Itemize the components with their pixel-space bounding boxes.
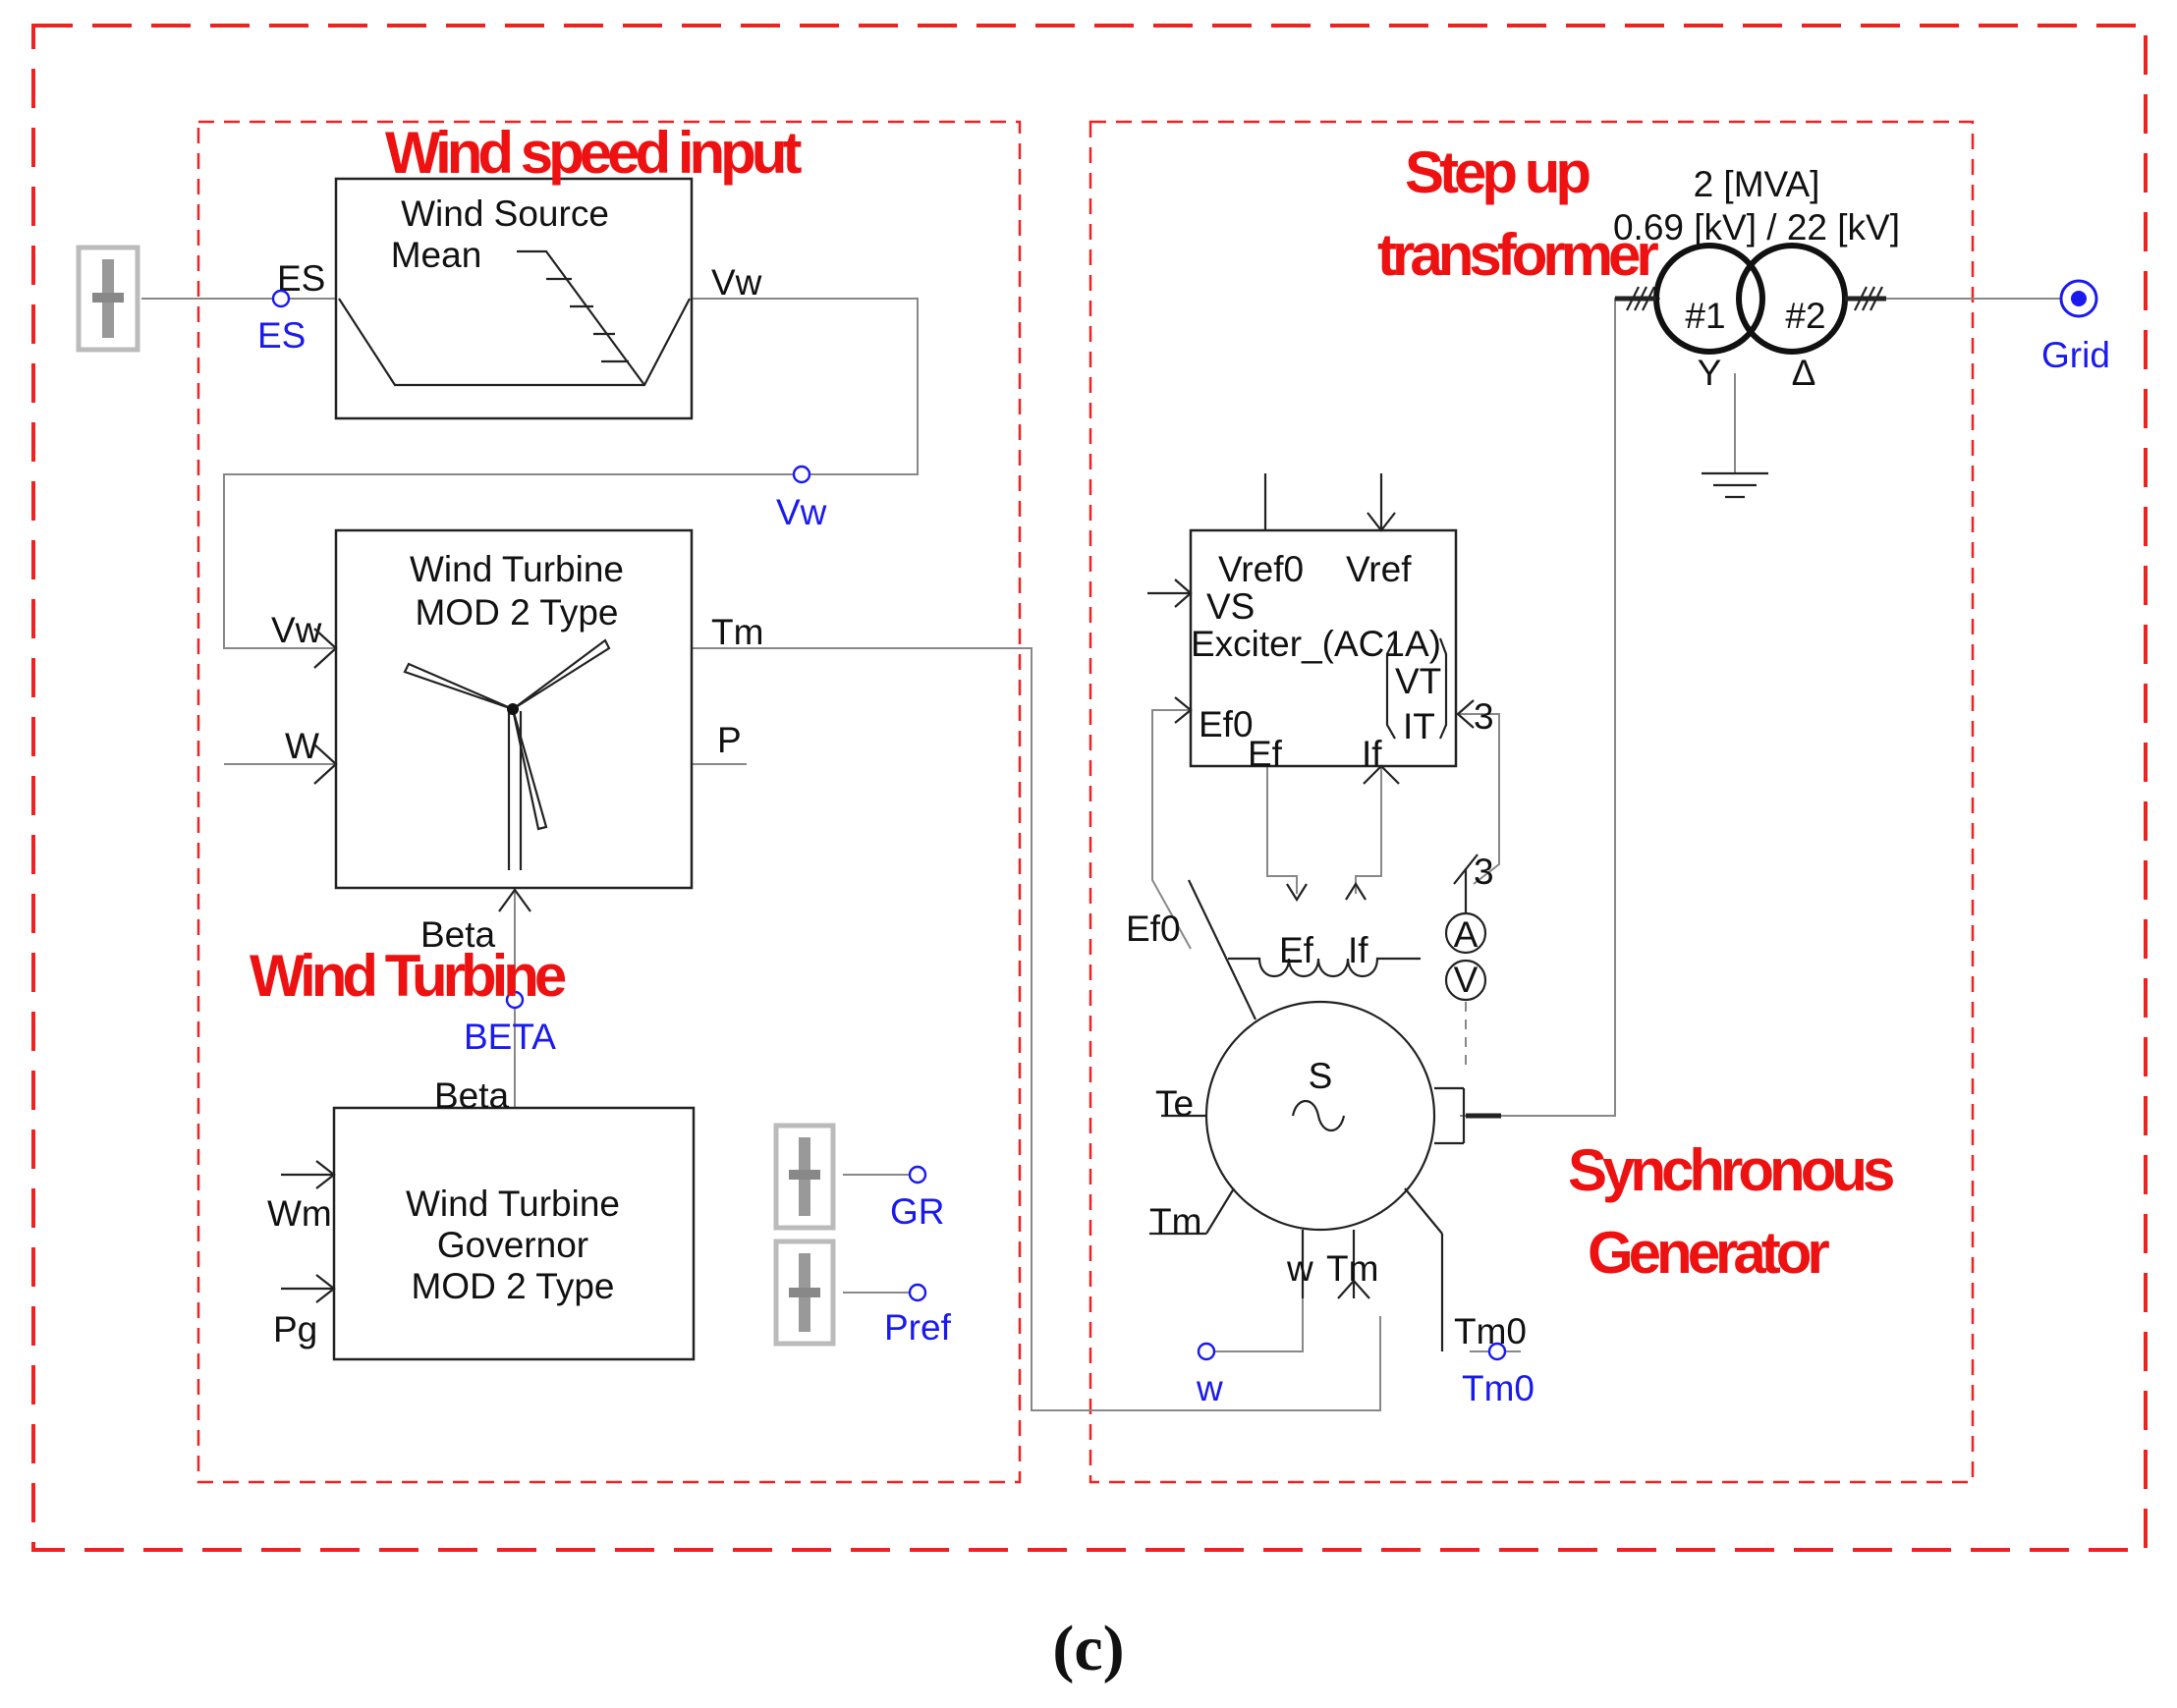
governor-subtitle: Governor [437, 1225, 588, 1265]
signal-beta-label: BETA [464, 1017, 556, 1057]
terminal-gr[interactable] [908, 1165, 927, 1185]
terminal-pref[interactable] [908, 1283, 927, 1302]
generator-group-border [1088, 120, 1975, 1484]
governor-block[interactable]: Wind Turbine Governor MOD 2 Type Beta Wm… [267, 1075, 696, 1361]
exciter-port-it: IT [1403, 706, 1435, 746]
wind-turbine-port-beta: Beta [420, 914, 496, 955]
voltmeter-icon [1444, 959, 1487, 1002]
field-ef-label: Ef [1279, 930, 1314, 970]
terminal-tm0[interactable] [1487, 1342, 1507, 1361]
generator-port-te: Te [1155, 1083, 1194, 1124]
exciter-bus-count: 3 [1474, 696, 1494, 737]
wire-vt-it [1460, 713, 1500, 885]
figure-caption: (c) [1052, 1613, 1124, 1684]
exciter-port-vt: VT [1395, 661, 1441, 701]
wind-turbine-title: Wind Turbine [410, 549, 624, 589]
wire-ef0 [1151, 709, 1192, 950]
group-label-sync-2: Generator [1588, 1220, 1829, 1286]
governor-port-beta: Beta [434, 1075, 510, 1116]
group-label-wind-speed-input: Wind speed input [385, 120, 802, 186]
generator-port-tm: Tm [1149, 1201, 1201, 1241]
signal-gr-label: GR [890, 1191, 945, 1232]
wire-tm [692, 647, 1381, 1411]
transformer-winding2: #2 [1785, 296, 1825, 336]
transformer-rating: 2 [MVA] [1694, 164, 1820, 204]
wind-source-subtitle: Mean [391, 235, 482, 275]
wind-turbine-port-vw: Vw [271, 610, 322, 650]
generator-port-w: w [1286, 1248, 1313, 1289]
terminal-w[interactable] [1197, 1342, 1216, 1361]
signal-tm0-label: Tm0 [1462, 1368, 1535, 1408]
wind-turbine-port-tm: Tm [711, 612, 763, 652]
ammeter-label: A [1454, 914, 1479, 955]
group-label-step-up-2: transformer [1377, 222, 1658, 288]
field-winding-icon [1228, 957, 1421, 977]
governor-title: Wind Turbine [406, 1184, 620, 1224]
exciter-port-vs: VS [1206, 586, 1255, 627]
governor-port-wm: Wm [267, 1193, 332, 1234]
wind-source-profile [338, 298, 691, 387]
transformer-voltages: 0.69 [kV] / 22 [kV] [1613, 207, 1900, 248]
governor-port-pg: Pg [273, 1309, 317, 1350]
slider-es[interactable] [76, 245, 140, 353]
generator-symbol: S [1309, 1056, 1333, 1096]
transformer-winding1: #1 [1685, 296, 1725, 336]
wire-ef [1266, 766, 1298, 894]
generator-port-tm2: Tm [1326, 1248, 1378, 1289]
terminal-vw[interactable] [792, 465, 811, 484]
generator-bus-count: 3 [1474, 852, 1494, 892]
signal-es-label: ES [257, 315, 306, 356]
exciter-port-vref: Vref [1346, 549, 1412, 589]
wind-source-ramp [517, 249, 645, 386]
signal-vw-label: Vw [776, 492, 827, 532]
turbine-rotor-icon [403, 638, 611, 870]
step-up-transformer[interactable]: 2 [MVA] 0.69 [kV] / 22 [kV] #1 #2 Y Δ [1613, 164, 1900, 499]
transformer-conn1: Y [1698, 353, 1722, 393]
slider-gr[interactable] [773, 1123, 836, 1231]
exciter-block[interactable]: Vref0 Vref VS Exciter_(AC1A) VT IT Ef0 E… [1147, 473, 1494, 785]
terminal-es[interactable] [271, 289, 291, 308]
sine-icon [1291, 1099, 1346, 1132]
wind-source-block[interactable]: Wind Source Mean ES Vw [277, 177, 762, 420]
slider-pref[interactable] [773, 1239, 836, 1347]
generator-port-tm0: Tm0 [1454, 1311, 1527, 1351]
wire-w-gen [1206, 1298, 1304, 1352]
outer-group-border [31, 24, 2148, 1552]
exciter-port-ef0: Ef0 [1199, 704, 1254, 744]
exciter-port-if: If [1362, 734, 1382, 774]
signal-terminals [271, 279, 2098, 1361]
exciter-port-vref0: Vref0 [1218, 549, 1304, 589]
exciter-port-ef: Ef [1248, 734, 1283, 774]
wind-source-port-vw: Vw [711, 262, 762, 303]
field-if-label: If [1348, 930, 1368, 970]
wind-turbine-subtitle: MOD 2 Type [415, 592, 618, 633]
generator-circle [1204, 1000, 1436, 1232]
signal-grid-label: Grid [2041, 335, 2110, 375]
synchronous-generator[interactable]: S A V 3 Ef0 Te Tm w Tm Tm0 Ef If [1126, 852, 1527, 1351]
wind-turbine-port-w: W [285, 726, 319, 766]
signal-w-label: w [1196, 1368, 1223, 1408]
generator-port-ef0: Ef0 [1126, 909, 1181, 949]
wire-if [1355, 766, 1382, 894]
group-label-wind-turbine: Wind Turbine [250, 943, 566, 1009]
ground-icon [1702, 471, 1768, 499]
wind-source-title: Wind Source [401, 193, 609, 234]
terminal-beta[interactable] [505, 990, 525, 1010]
wind-group-border [196, 120, 1022, 1484]
transformer-conn2: Δ [1792, 353, 1816, 393]
signal-pref-label: Pref [884, 1307, 952, 1348]
wind-turbine-port-p: P [717, 720, 742, 760]
wire-vw [223, 298, 919, 649]
governor-type: MOD 2 Type [411, 1266, 614, 1306]
group-label-step-up-1: Step up [1405, 139, 1590, 205]
group-label-sync-1: Synchronous [1568, 1137, 1893, 1203]
voltmeter-label: V [1454, 960, 1479, 1000]
wires [141, 298, 2075, 1411]
wind-turbine-block[interactable]: Wind Turbine MOD 2 Type Vw W Tm P Beta [271, 528, 763, 955]
exciter-title: Exciter_(AC1A) [1191, 624, 1441, 664]
